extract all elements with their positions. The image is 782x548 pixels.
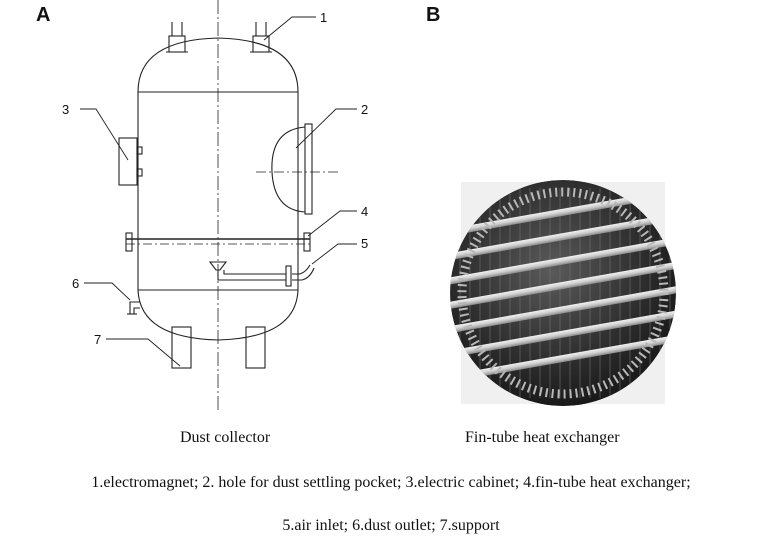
dust-collector-drawing bbox=[118, 0, 340, 410]
callout-4: 4 bbox=[361, 204, 368, 219]
vessel-top-head bbox=[137, 37, 299, 93]
figure-canvas: 1 2 3 4 5 6 7 bbox=[62, 0, 676, 410]
heat-exchanger-flange-left bbox=[125, 232, 133, 252]
legend-line-2: 5.air inlet; 6.dust outlet; 7.support bbox=[282, 517, 500, 534]
callout-1: 1 bbox=[320, 10, 327, 25]
support-legs bbox=[171, 326, 266, 369]
caption-dust-collector: Dust collector bbox=[180, 429, 271, 446]
callout-5: 5 bbox=[361, 236, 368, 251]
caption-fin-tube-heat-exchanger: Fin-tube heat exchanger bbox=[465, 429, 620, 446]
heat-exchanger-image bbox=[450, 180, 676, 406]
panel-letter-a: A bbox=[36, 4, 51, 26]
air-inlet-pipe bbox=[208, 261, 315, 287]
electromagnet-left bbox=[166, 22, 188, 53]
callout-7: 7 bbox=[94, 332, 101, 347]
electric-cabinet bbox=[118, 137, 138, 186]
callout-6: 6 bbox=[72, 276, 79, 291]
callout-leaders bbox=[80, 16, 357, 367]
dust-settling-pocket bbox=[271, 126, 306, 213]
callout-3: 3 bbox=[62, 102, 69, 117]
heat-exchanger-flange-right bbox=[303, 232, 311, 252]
dust-outlet bbox=[127, 301, 140, 315]
legend-line-1: 1.electromagnet; 2. hole for dust settli… bbox=[91, 474, 691, 491]
vessel-bottom-head bbox=[137, 289, 299, 341]
callout-2: 2 bbox=[361, 102, 368, 117]
panel-letter-b: B bbox=[426, 4, 441, 26]
electromagnet-right bbox=[250, 22, 272, 53]
